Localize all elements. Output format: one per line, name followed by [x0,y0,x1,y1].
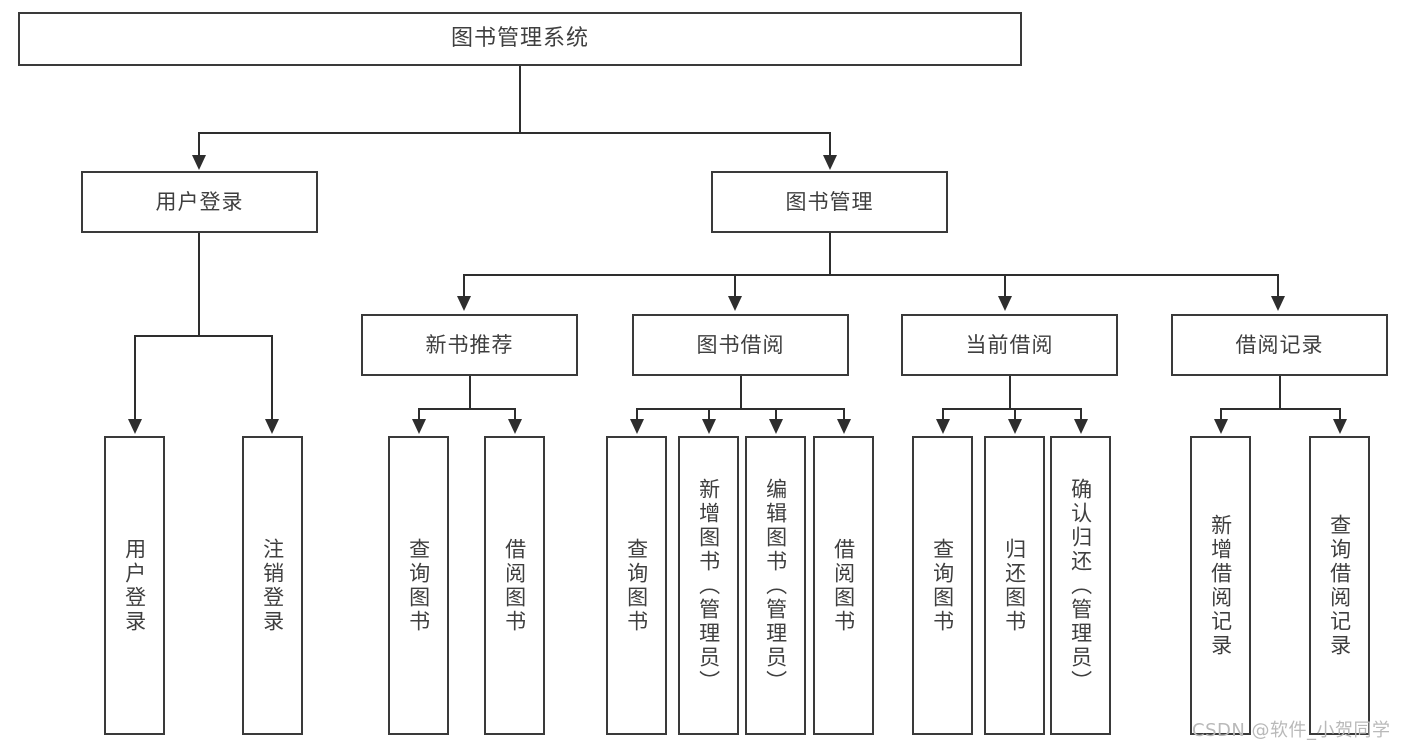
connector-new-book-leaf1 [418,408,420,421]
arrow-new-book-leaf1 [412,419,426,434]
leaf-confirm-return-admin[interactable]: 确认归还（管理员） [1050,436,1111,735]
connector-root-to-book-management [829,132,831,157]
connector-book-borrow-leaf1 [636,408,638,421]
connector-bm-to-new-book [463,274,465,297]
node-user-login[interactable]: 用户登录 [81,171,318,233]
node-label: 图书管理 [785,189,874,214]
connector-bm-to-borrow-record [1277,274,1279,297]
node-label: 新书推荐 [425,332,514,357]
connector-current-borrow-leaf3 [1080,408,1082,421]
connector-new-book-bar [418,408,516,410]
connector-book-management-bar [463,274,1277,276]
arrow-book-borrow-leaf2 [702,419,716,434]
leaf-label: 确认归还（管理员） [1068,477,1093,694]
connector-current-borrow-stem [1009,376,1011,409]
arrow-borrow-record-leaf1 [1214,419,1228,434]
leaf-label: 归还图书 [1002,537,1027,634]
connector-user-login-leaf1 [134,335,136,421]
connector-borrow-record-stem [1279,376,1281,409]
leaf-label: 新增图书（管理员） [696,477,721,694]
arrow-borrow-record-leaf2 [1333,419,1347,434]
arrow-book-borrow-leaf3 [769,419,783,434]
connector-new-book-leaf2 [514,408,516,421]
arrow-user-login-leaf1 [128,419,142,434]
arrow-bm-to-borrow-record [1271,296,1285,311]
leaf-label: 查询图书 [930,537,955,634]
node-book-borrow[interactable]: 图书借阅 [632,314,849,376]
connector-bm-to-book-borrow [734,274,736,297]
connector-current-borrow-bar [942,408,1081,410]
connector-user-login-stem [198,233,200,336]
arrow-book-borrow-leaf4 [837,419,851,434]
arrow-book-borrow-leaf1 [630,419,644,434]
leaf-label: 编辑图书（管理员） [763,477,788,694]
node-current-borrow[interactable]: 当前借阅 [901,314,1118,376]
arrow-root-to-user-login [192,155,206,170]
connector-bm-to-current-borrow [1004,274,1006,297]
leaf-query-book-current[interactable]: 查询图书 [912,436,973,735]
leaf-add-borrow-record[interactable]: 新增借阅记录 [1190,436,1251,735]
node-label: 图书管理系统 [450,26,589,51]
leaf-label: 用户登录 [122,537,147,634]
connector-book-borrow-leaf4 [843,408,845,421]
connector-current-borrow-leaf1 [942,408,944,421]
connector-book-borrow-bar [636,408,844,410]
leaf-label: 查询借阅记录 [1327,513,1352,658]
arrow-current-borrow-leaf1 [936,419,950,434]
connector-current-borrow-leaf2 [1014,408,1016,421]
arrow-current-borrow-leaf3 [1074,419,1088,434]
connector-user-login-bar [134,335,272,337]
leaf-label: 借阅图书 [831,537,856,634]
leaf-borrow-book-recommend[interactable]: 借阅图书 [484,436,545,735]
leaf-label: 新增借阅记录 [1208,513,1233,658]
arrow-bm-to-book-borrow [728,296,742,311]
connector-new-book-stem [469,376,471,409]
arrow-bm-to-current-borrow [998,296,1012,311]
node-root-system[interactable]: 图书管理系统 [18,12,1022,66]
leaf-label: 注销登录 [260,537,285,634]
leaf-query-book-recommend[interactable]: 查询图书 [388,436,449,735]
arrow-user-login-leaf2 [265,419,279,434]
connector-root-bar [198,132,830,134]
leaf-user-login[interactable]: 用户登录 [104,436,165,735]
node-label: 借阅记录 [1235,332,1324,357]
connector-book-management-stem [829,233,831,275]
connector-root-to-user-login [198,132,200,157]
node-label: 用户登录 [155,189,244,214]
arrow-current-borrow-leaf2 [1008,419,1022,434]
node-label: 图书借阅 [696,332,785,357]
arrow-new-book-leaf2 [508,419,522,434]
leaf-query-book-borrow[interactable]: 查询图书 [606,436,667,735]
connector-borrow-record-leaf1 [1220,408,1222,421]
arrow-bm-to-new-book [457,296,471,311]
leaf-edit-book-admin[interactable]: 编辑图书（管理员） [745,436,806,735]
leaf-label: 查询图书 [406,537,431,634]
leaf-query-borrow-record[interactable]: 查询借阅记录 [1309,436,1370,735]
leaf-label: 查询图书 [624,537,649,634]
leaf-logout[interactable]: 注销登录 [242,436,303,735]
connector-user-login-leaf2 [271,335,273,421]
node-borrow-record[interactable]: 借阅记录 [1171,314,1388,376]
node-new-book-recommend[interactable]: 新书推荐 [361,314,578,376]
connector-borrow-record-leaf2 [1339,408,1341,421]
connector-root-stem [519,66,521,133]
connector-book-borrow-leaf2 [708,408,710,421]
node-label: 当前借阅 [965,332,1054,357]
leaf-return-book[interactable]: 归还图书 [984,436,1045,735]
connector-borrow-record-bar [1220,408,1340,410]
connector-book-borrow-stem [740,376,742,409]
leaf-add-book-admin[interactable]: 新增图书（管理员） [678,436,739,735]
node-book-management[interactable]: 图书管理 [711,171,948,233]
connector-book-borrow-leaf3 [775,408,777,421]
arrow-root-to-book-management [823,155,837,170]
leaf-borrow-book[interactable]: 借阅图书 [813,436,874,735]
leaf-label: 借阅图书 [502,537,527,634]
